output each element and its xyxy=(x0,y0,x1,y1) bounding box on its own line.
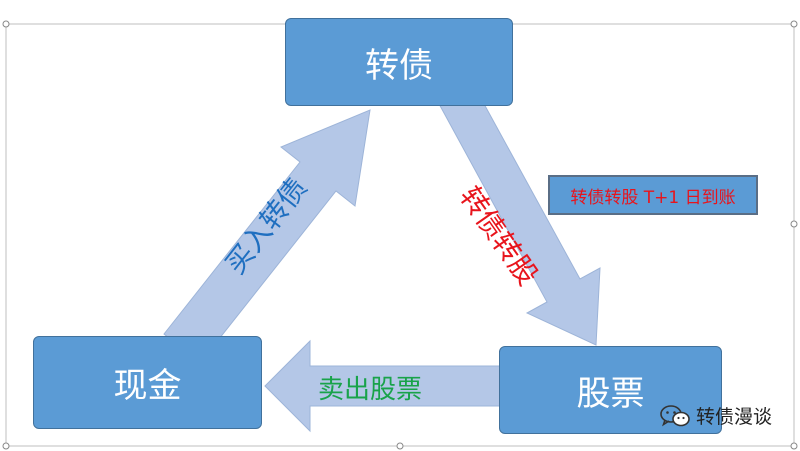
bond-node: 转债 xyxy=(285,18,513,106)
buy-bond-arrow xyxy=(163,109,371,364)
cash-node: 现金 xyxy=(33,336,262,429)
frame-handle[interactable] xyxy=(2,442,10,450)
bond-node-label: 转债 xyxy=(365,45,433,86)
sell-stock-arrow xyxy=(264,339,501,433)
frame-handle[interactable] xyxy=(790,20,798,28)
sell-stock-label: 卖出股票 xyxy=(318,375,423,405)
settlement-note-text: 转债转股 T+1 日到账 xyxy=(570,187,736,208)
frame-handle[interactable] xyxy=(790,442,798,450)
frame-handle[interactable] xyxy=(790,220,798,228)
convert-arrow xyxy=(437,81,601,346)
settlement-note: 转债转股 T+1 日到账 xyxy=(548,175,758,215)
wechat-icon xyxy=(660,404,690,426)
brand-name: 转债漫谈 xyxy=(696,406,773,428)
cash-node-label: 现金 xyxy=(113,366,182,406)
brand-watermark: 转债漫谈 xyxy=(660,402,772,429)
frame-handle[interactable] xyxy=(396,442,404,450)
stock-node-label: 股票 xyxy=(576,373,645,414)
frame-handle[interactable] xyxy=(2,20,10,28)
